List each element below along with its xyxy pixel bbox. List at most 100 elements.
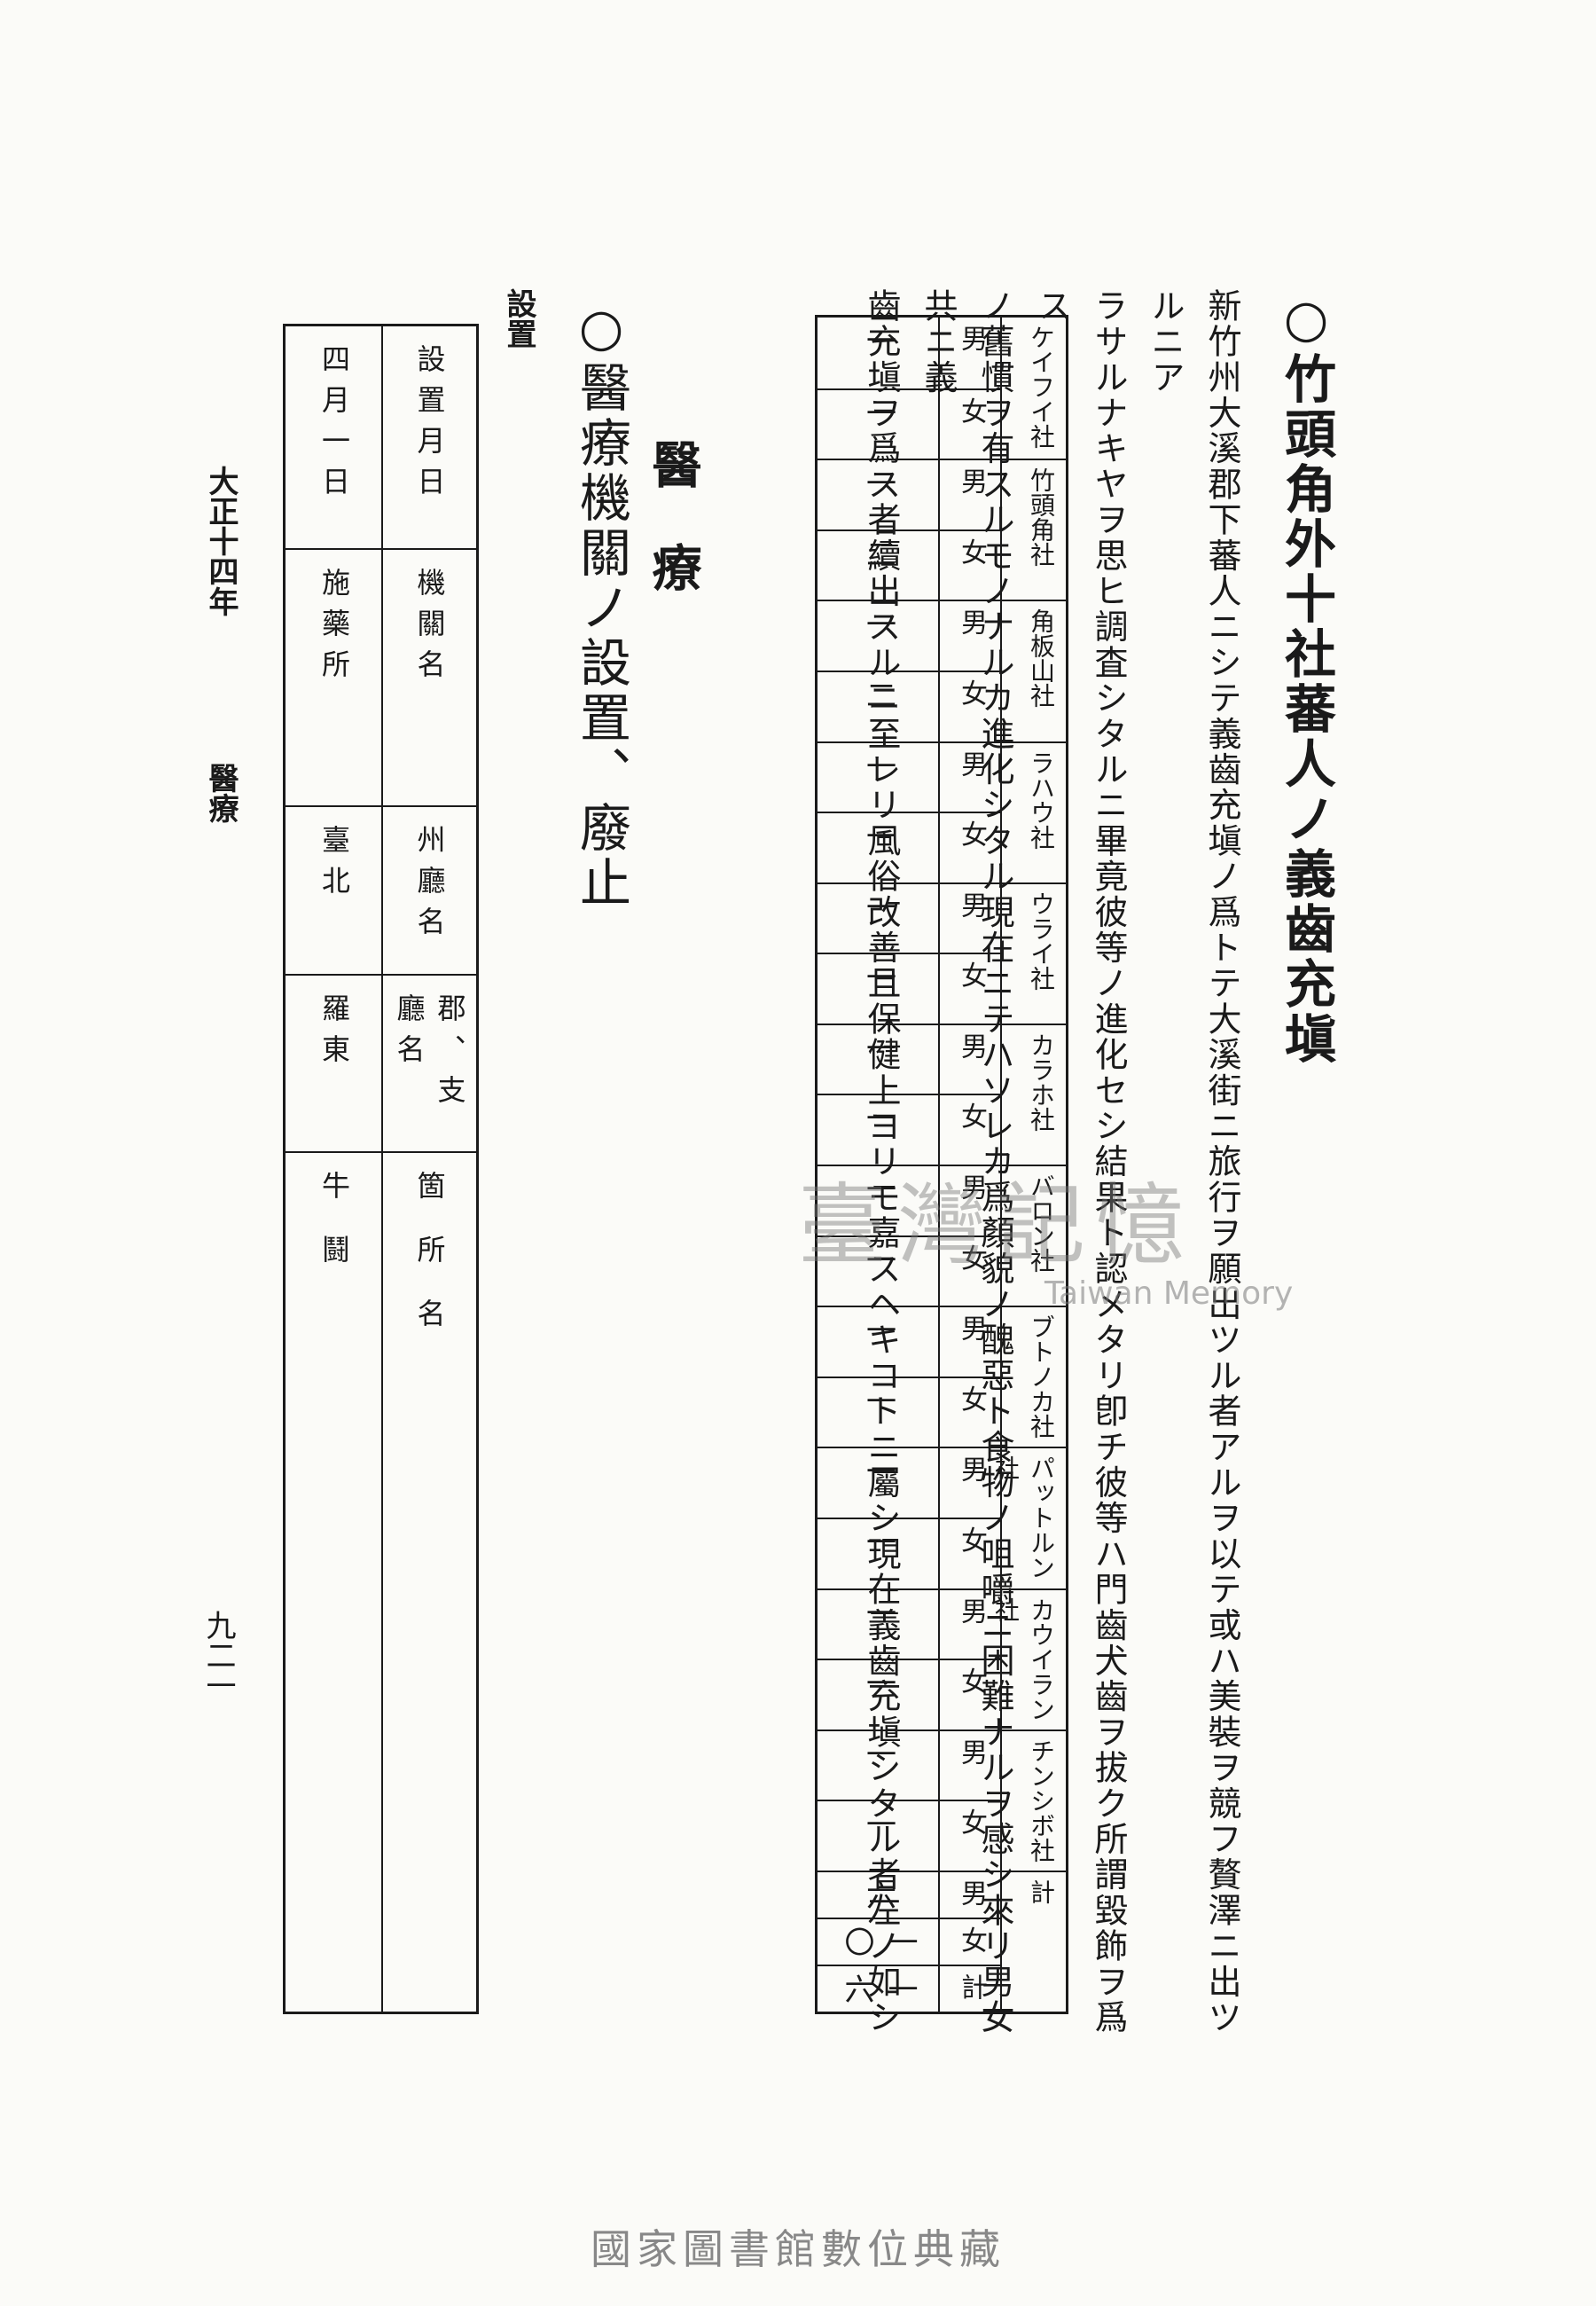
- facility-value-cell: 四月一日: [286, 326, 383, 548]
- gender-label-female-text: 女: [956, 537, 987, 566]
- gender-label-total: 計: [940, 1964, 1002, 2013]
- gender-label-male: 男: [940, 1306, 1002, 1378]
- count-female-text: 二: [860, 678, 896, 710]
- count-female-text: 一: [860, 1243, 896, 1275]
- gender-label-female: 女: [940, 529, 1002, 602]
- society-name-text: 角板山社: [1027, 608, 1056, 709]
- gender-label-male: 男: [940, 1023, 1002, 1096]
- gender-label-male: 男: [940, 1729, 1002, 1802]
- body-line: 齒充塡ヲ爲ス者續出スルニ至レリ風俗改善且保健上ヨリモ嘉スヘキコトニ屬シ現在義齒充…: [862, 288, 901, 2035]
- count-female: 一: [818, 812, 940, 884]
- gender-label-male-text: 男: [956, 1737, 987, 1766]
- gender-label-female-text: 女: [956, 1667, 987, 1696]
- count-female-text: 二: [860, 537, 896, 569]
- facility-value-cell-text: 羅東: [317, 993, 351, 1075]
- society-name: 計: [1002, 1870, 1066, 2013]
- society-name: カラホ社: [1002, 1023, 1066, 1166]
- count-female: 一: [818, 953, 940, 1025]
- gender-label-male: 男: [940, 600, 1002, 672]
- society-name-text: チンシボ社: [1027, 1737, 1056, 1863]
- facility-row-column: 四月一日施藥所臺北羅東牛鬪: [286, 326, 383, 2012]
- facility-header-cell: 設置月日: [383, 326, 476, 548]
- count-female-text: 一: [860, 961, 896, 993]
- facility-value-cell: 羅東: [286, 974, 383, 1153]
- facility-value-cell-text: 牛鬪: [317, 1171, 351, 1298]
- count-female-text: 一: [860, 820, 896, 852]
- count-male: 一: [818, 1729, 940, 1802]
- count-female: 一: [818, 1376, 940, 1449]
- library-footer: 國家圖書館數位典藏: [591, 2225, 1005, 2273]
- body-line: ラサルナキヤヲ思ヒ調査シタルニ畢竟彼等ノ進化セシ結果ト認メタリ卽チ彼等ハ門齒犬齒…: [1032, 288, 1128, 2035]
- gender-label-male-text: 男: [956, 890, 987, 919]
- count-total: 一六: [818, 1964, 940, 2013]
- society-name: カウイラン社: [991, 1588, 1066, 1731]
- gender-label-female-text: 女: [956, 961, 987, 990]
- society-name: 角板山社: [1002, 600, 1066, 742]
- count-male-text: 六: [860, 1879, 896, 1910]
- gender-label-male: 男: [940, 882, 1002, 955]
- running-header-year: 大正十四年: [203, 466, 239, 616]
- society-header-column: ケイフイ社竹頭角社角板山社ラハウ社ウライ社カラホ社バロン社ブトノカ社パットルン社…: [991, 318, 1066, 2013]
- gender-label-male: 男: [940, 1588, 1002, 1661]
- facility-value-cell-text: 施藥所: [317, 568, 351, 690]
- count-male-text: 一: [860, 1596, 896, 1628]
- gender-label-male-text: 男: [956, 467, 987, 496]
- gender-label-female-text: 女: [956, 1102, 987, 1131]
- count-male: 一: [818, 882, 940, 955]
- facility-value-cell: 臺北: [286, 805, 383, 976]
- gender-label-female: 女: [940, 1094, 1002, 1166]
- gender-label-male-text: 男: [956, 1314, 987, 1343]
- count-female-text: 一: [860, 396, 896, 428]
- count-male: 一: [818, 1588, 940, 1661]
- gender-label-male-text: 男: [956, 1173, 987, 1201]
- count-male: 一: [818, 318, 940, 388]
- count-female: 一: [818, 1659, 940, 1731]
- body-line: 新竹州大溪郡下蕃人ニシテ義齒充塡ノ爲トテ大溪街ニ旅行ヲ願出ツル者アルヲ以テ或ハ美…: [1146, 288, 1241, 2035]
- section-title: 醫療: [644, 439, 702, 645]
- count-male-text: 一: [860, 1173, 896, 1204]
- gender-label-male: 男: [940, 741, 1002, 814]
- gender-label-female: 女: [940, 1659, 1002, 1731]
- count-male-text: 一: [860, 749, 896, 781]
- society-name-text: パットルン社: [991, 1455, 1056, 1580]
- gender-header-column: 男女男女男女男女男女男女男女男女男女男女男女男女計: [938, 318, 1002, 2012]
- count-column: 一一一二一二一一一一一一一一一一一一一一一一六一〇一六: [818, 318, 940, 2012]
- gender-label-female: 女: [940, 1376, 1002, 1449]
- society-name-text: ブトノカ社: [1027, 1314, 1056, 1439]
- facility-header-cell: 郡、支廳名: [383, 974, 476, 1153]
- count-male-text: 一: [860, 1737, 896, 1769]
- count-female: 二: [818, 529, 940, 602]
- gender-label-female-text: 女: [956, 1926, 987, 1954]
- society-name: ブトノカ社: [1002, 1306, 1066, 1448]
- facility-header-cell-text: 箇所名: [412, 1171, 447, 1362]
- gender-label-female: 女: [940, 1235, 1002, 1308]
- count-male: 一: [818, 1306, 940, 1378]
- count-female: 一: [818, 1235, 940, 1308]
- gender-label-female-text: 女: [956, 1808, 987, 1837]
- gender-label-male-text: 男: [956, 1596, 987, 1625]
- gender-label-female-text: 女: [956, 678, 987, 707]
- society-name: バロン社: [1002, 1165, 1066, 1307]
- gender-label-male: 男: [940, 1165, 1002, 1237]
- gender-label-female: 女: [940, 1800, 1002, 1872]
- count-female: 一: [818, 1517, 940, 1590]
- gender-label-female: 女: [940, 953, 1002, 1025]
- society-name: ラハウ社: [1002, 741, 1066, 884]
- count-male: 一: [818, 600, 940, 672]
- count-male: 一: [818, 1023, 940, 1096]
- society-name-text: カウイラン社: [991, 1596, 1056, 1722]
- count-female-text: 一: [860, 1667, 896, 1699]
- count-male: 一: [818, 1447, 940, 1519]
- facility-header-cell-text: 州廳名: [412, 825, 447, 947]
- count-female: 一: [818, 1800, 940, 1872]
- society-name-text: ケイフイ社: [1027, 325, 1056, 449]
- article-body: 新竹州大溪郡下蕃人ニシテ義齒充塡ノ爲トテ大溪街ニ旅行ヲ願出ツル者アルヲ以テ或ハ美…: [853, 288, 1250, 2044]
- count-female-text: 一〇: [839, 1926, 918, 1957]
- count-male-text: 一: [860, 1314, 896, 1346]
- gender-label-female-text: 女: [956, 1384, 987, 1413]
- count-male-text: 一: [860, 467, 896, 499]
- society-name-text: バロン社: [1027, 1173, 1056, 1273]
- watermark-caption: Taiwan Memory: [1044, 1275, 1294, 1312]
- facility-value-cell-text: 四月一日: [317, 344, 351, 507]
- gender-label-total-text: 計: [956, 1973, 987, 2001]
